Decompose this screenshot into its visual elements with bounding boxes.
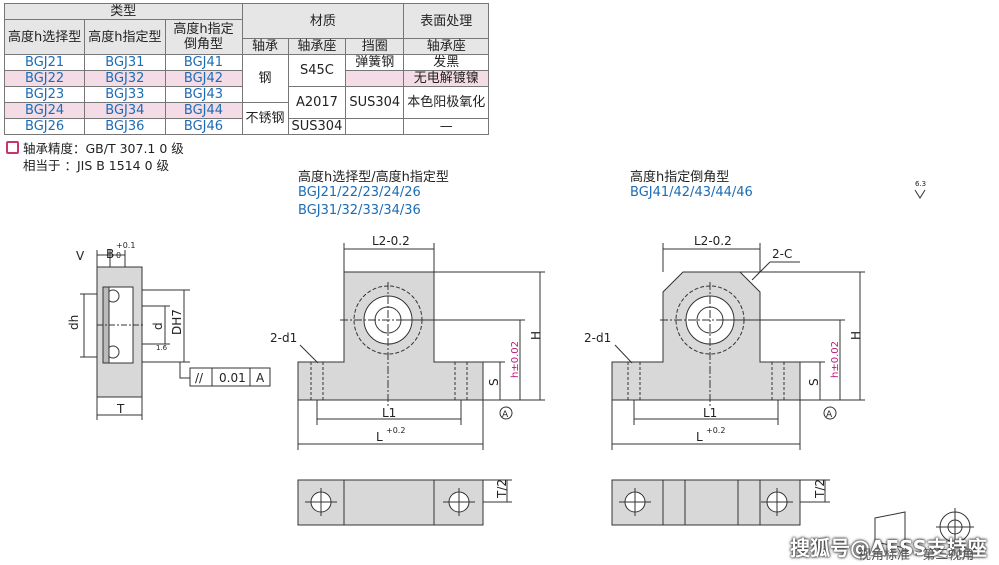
right-dim-t2: T/2: [813, 479, 827, 499]
dim-dh7: DH7: [170, 309, 184, 335]
right-dim-l2: L2-0.2: [694, 234, 732, 248]
datum-a-icon: [499, 406, 513, 420]
tol-parallel-symbol: //: [195, 371, 204, 385]
table-cell: BGJ46: [164, 118, 243, 135]
right-codes: BGJ41/42/43/44/46: [630, 185, 753, 200]
mat-steel: 钢: [241, 54, 289, 103]
accuracy-notes: 轴承精度：GB/T 307.1 0 级 相当于 ：JIS B 1514 0 级: [6, 140, 184, 174]
note-line-1: 轴承精度：GB/T 307.1 0 级: [23, 141, 184, 156]
col-housing: 轴承座: [287, 38, 347, 55]
tol-datum: A: [256, 371, 265, 385]
housing-s45c: S45C: [287, 54, 347, 87]
table-cell: BGJ26: [3, 118, 86, 135]
datum-a-icon: [823, 406, 837, 420]
col-h-select: 高度h选择型: [3, 19, 86, 55]
mid-front-view: [297, 243, 545, 526]
housing-a2017: A2017: [287, 86, 347, 119]
mid-dim-s: S: [487, 378, 501, 386]
dim-v: V: [76, 249, 85, 263]
roughness-symbol-icon: [914, 189, 926, 199]
mat-stainless: 不锈钢: [241, 102, 289, 135]
surf-anodize: 本色阳极氧化: [403, 86, 490, 119]
right-dim-2c: 2-C: [772, 247, 792, 261]
right-dim-2d1: 2-d1: [584, 331, 611, 345]
tol-value: 0.01: [219, 371, 246, 385]
header-type: 类型: [4, 3, 243, 20]
table-cell: BGJ44: [164, 102, 243, 119]
col-h-chamfer: 高度h指定倒角型: [164, 19, 243, 55]
right-title: 高度h指定倒角型: [630, 170, 730, 185]
right-dim-h-tol: h±0.02: [830, 341, 841, 378]
dim-t: T: [116, 402, 125, 416]
mid-dim-h-upper: H: [529, 331, 543, 340]
housing-sus304: SUS304: [287, 118, 347, 135]
spec-table: 类型 材质 表面处理 高度h选择型 高度h指定型 高度h指定倒角型 轴承 轴承座…: [3, 3, 490, 135]
col-bearing: 轴承: [241, 38, 289, 55]
retainer-spring: 弹簧钢: [345, 54, 405, 71]
right-dim-l: L: [696, 430, 703, 444]
roughness-16: 1.6: [156, 344, 168, 352]
mid-codes-1: BGJ21/22/23/24/26: [298, 185, 421, 200]
mid-dim-t2: T/2: [495, 479, 509, 499]
table-cell: BGJ36: [84, 118, 166, 135]
header-surface: 表面处理: [403, 3, 490, 39]
right-dim-h-upper: H: [849, 331, 863, 340]
mid-title: 高度h选择型/高度h指定型: [298, 170, 449, 185]
watermark-sub: 视角标准 · 第三视角: [858, 548, 975, 563]
dim-d: d: [151, 322, 165, 330]
table-cell: BGJ41: [164, 54, 243, 71]
mid-dim-l-tol: +0.2: [386, 426, 405, 435]
table-cell: BGJ32: [84, 70, 166, 87]
surf-none: —: [403, 118, 490, 135]
mid-dim-l1: L1: [382, 406, 396, 420]
table-cell: BGJ22: [3, 70, 86, 87]
dim-b: B: [106, 247, 114, 261]
right-dim-l-tol: +0.2: [706, 426, 725, 435]
square-bullet-icon: [6, 141, 19, 154]
right-datum-a: A: [826, 410, 833, 420]
retainer-sus304: SUS304: [345, 86, 405, 119]
mid-dim-h-tol: h±0.02: [510, 341, 521, 378]
mid-dim-l2: L2-0.2: [372, 234, 410, 248]
dim-b-tol: +0.1: [116, 241, 135, 250]
mid-dim-2d1: 2-d1: [270, 331, 297, 345]
dim-b-tol0: 0: [116, 251, 121, 260]
table-cell: BGJ24: [3, 102, 86, 119]
right-dim-s: S: [807, 378, 821, 386]
right-front-view: [611, 243, 974, 549]
dim-dh: dh: [67, 315, 81, 330]
surf-black: 发黑: [403, 54, 490, 71]
mid-dim-l: L: [376, 430, 383, 444]
note-line-2: 相当于 ：JIS B 1514 0 级: [23, 158, 170, 173]
mid-datum-a: A: [502, 410, 509, 420]
side-view-drawing: [80, 250, 271, 420]
watermark: 搜狐号@AESS支持座: [790, 536, 988, 560]
col-h-specify: 高度h指定型: [84, 19, 166, 55]
mid-codes-2: BGJ31/32/33/34/36: [298, 203, 421, 218]
right-dim-l1: L1: [703, 406, 717, 420]
roughness-63: 6.3: [915, 180, 926, 188]
